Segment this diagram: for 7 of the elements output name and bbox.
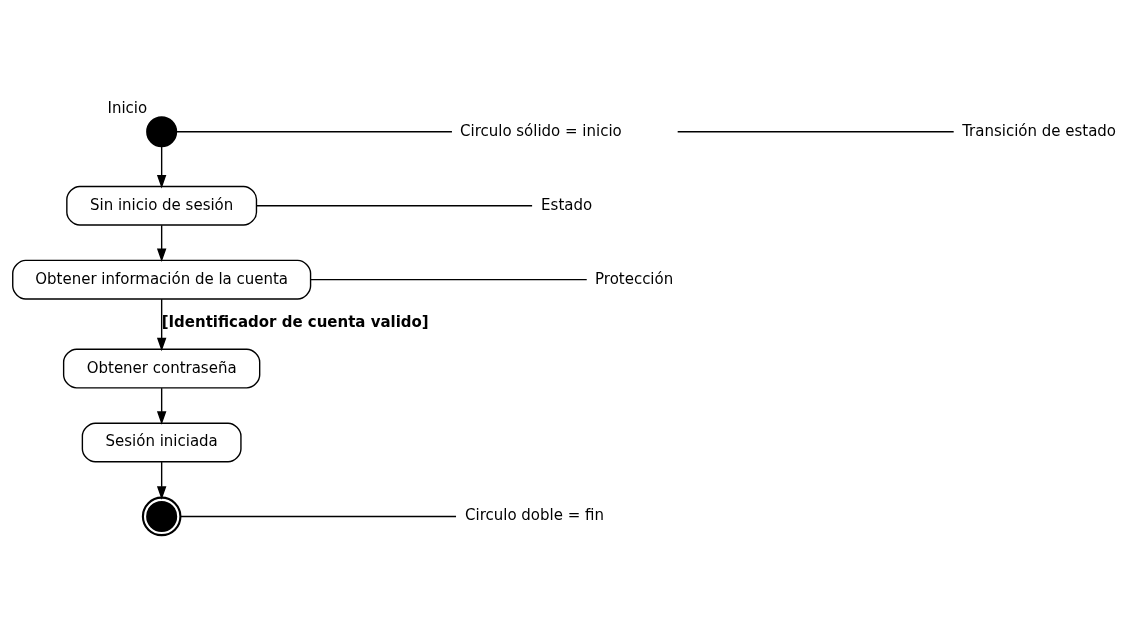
edge-label: [Identificador de cuenta valido] <box>161 313 429 332</box>
node-text: Protección <box>595 269 674 288</box>
node-text: Transición de estado <box>962 121 1117 140</box>
node-text: Estado <box>541 195 593 214</box>
node-label: Inicio <box>107 99 148 118</box>
node-text: Circulo sólido = inicio <box>460 121 622 140</box>
node-text: Circulo doble = fin <box>465 506 604 525</box>
